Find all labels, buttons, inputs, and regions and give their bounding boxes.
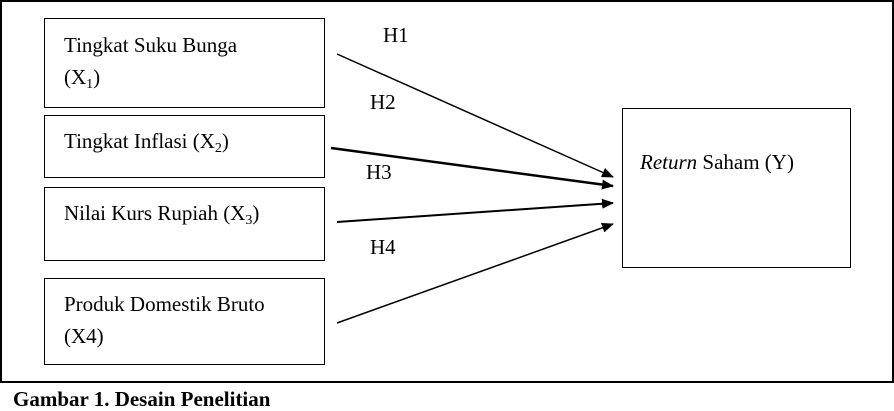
box-x3-title: Nilai Kurs Rupiah (X3) <box>64 197 324 229</box>
box-x1-title: Tingkat Suku Bunga <box>64 33 238 57</box>
hypothesis-label-h3: H3 <box>366 160 392 184</box>
box-stock-return: Return Saham (Y) <box>622 108 851 268</box>
box-x1-code: (X1) <box>64 61 324 93</box>
box-x1-code-suffix: ) <box>93 65 101 89</box>
box-x2-sub: 2 <box>214 141 222 156</box>
arrow-x1-to-y <box>336 53 614 178</box>
box-y-title: Return Saham (Y) <box>640 146 850 178</box>
box-x1-code-sub: 1 <box>86 77 94 92</box>
box-x3-prefix: Nilai Kurs Rupiah (X <box>64 201 246 225</box>
arrow-x4-to-y <box>336 223 614 324</box>
box-x3-sub: 3 <box>245 213 253 228</box>
box-x4-title: Produk Domestik Bruto <box>64 292 265 316</box>
box-exchange-rate: Nilai Kurs Rupiah (X3) <box>44 187 325 261</box>
box-x2-suffix: ) <box>221 129 229 153</box>
box-y-italic: Return <box>640 150 698 174</box>
box-inflation-rate: Tingkat Inflasi (X2) <box>44 115 325 178</box>
box-x4-code: (X4) <box>64 324 104 348</box>
box-x1-code-prefix: (X <box>64 65 87 89</box>
arrow-layer <box>330 53 614 324</box>
hypothesis-label-h2: H2 <box>370 90 396 114</box>
hypothesis-label-h4: H4 <box>370 235 396 259</box>
box-x3-suffix: ) <box>252 201 260 225</box>
box-y-rest: Saham (Y) <box>697 150 794 174</box>
figure-caption: Gambar 1. Desain Penelitian <box>13 387 271 411</box>
box-gdp: Produk Domestik Bruto (X4) <box>44 278 325 365</box>
arrow-x3-to-y <box>336 198 614 223</box>
box-interest-rate: Tingkat Suku Bunga (X1) <box>44 18 325 108</box>
arrow-x2-to-y <box>330 146 614 190</box>
box-x2-title: Tingkat Inflasi (X2) <box>64 125 324 157</box>
box-x2-prefix: Tingkat Inflasi (X <box>64 129 215 153</box>
hypothesis-label-h1: H1 <box>383 23 409 47</box>
diagram-frame <box>0 0 894 383</box>
